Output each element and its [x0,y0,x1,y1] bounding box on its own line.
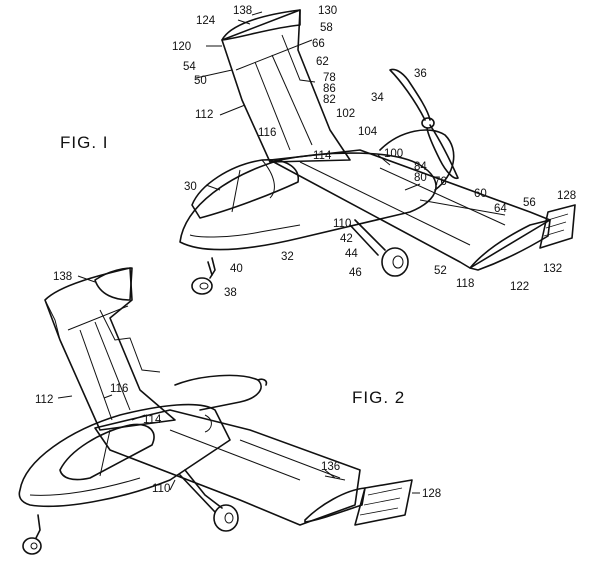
ref-32: 32 [281,251,294,263]
ref-120: 120 [172,41,191,53]
ref-76: 76 [434,176,447,188]
ref-128-fig2: 128 [422,488,441,500]
ref-116-fig2: 116 [110,383,128,395]
ref-56: 56 [523,197,536,209]
ref-52: 52 [434,265,447,277]
ref-114: 114 [313,150,332,162]
ref-50: 50 [194,75,207,87]
ref-132: 132 [543,263,562,275]
ref-110: 110 [333,218,351,230]
ref-60: 60 [474,188,487,200]
ref-66: 66 [312,38,325,50]
ref-42: 42 [340,233,353,245]
ref-138-fig2: 138 [53,271,72,283]
ref-64: 64 [494,203,507,215]
ref-58: 58 [320,22,333,34]
ref-38: 38 [224,287,237,299]
ref-86: 86 [323,83,336,95]
figure-2-aircraft [18,267,420,555]
ref-36: 36 [414,68,427,80]
ref-110-fig2: 110 [152,483,170,495]
ref-80: 80 [414,172,427,184]
ref-136-fig2: 136 [321,461,340,473]
ref-46: 46 [349,267,362,279]
ref-116: 116 [258,127,276,139]
ref-40: 40 [230,263,243,275]
figure-1-caption: FIG. I [60,133,109,152]
figure-1-aircraft [179,9,576,295]
ref-102: 102 [336,108,355,120]
ref-138: 138 [233,5,252,17]
ref-78: 78 [323,72,336,84]
ref-128: 128 [557,190,576,202]
figure-1-reference-numerals: 138 130 124 58 120 66 54 62 50 36 78 86 … [172,5,576,299]
ref-112: 112 [195,109,213,121]
ref-62: 62 [316,56,329,68]
ref-84: 84 [414,161,427,173]
ref-100: 100 [384,148,403,160]
ref-44: 44 [345,248,358,260]
ref-34: 34 [371,92,384,104]
figure-2-caption: FIG. 2 [352,388,405,407]
ref-122: 122 [510,281,529,293]
ref-54: 54 [183,61,196,73]
figure-2-label: FIG. 2 [352,388,405,407]
ref-130: 130 [318,5,337,17]
ref-124: 124 [196,15,216,27]
ref-104: 104 [358,126,378,138]
ref-114-fig2: 114 [143,414,162,426]
ref-82: 82 [323,94,336,106]
ref-118: 118 [456,278,474,290]
figure-2-reference-numerals: 138 112 116 114 110 136 128 [35,271,441,500]
ref-30: 30 [184,181,197,193]
figure-1-label: FIG. I [60,133,109,152]
ref-112-fig2: 112 [35,394,53,406]
